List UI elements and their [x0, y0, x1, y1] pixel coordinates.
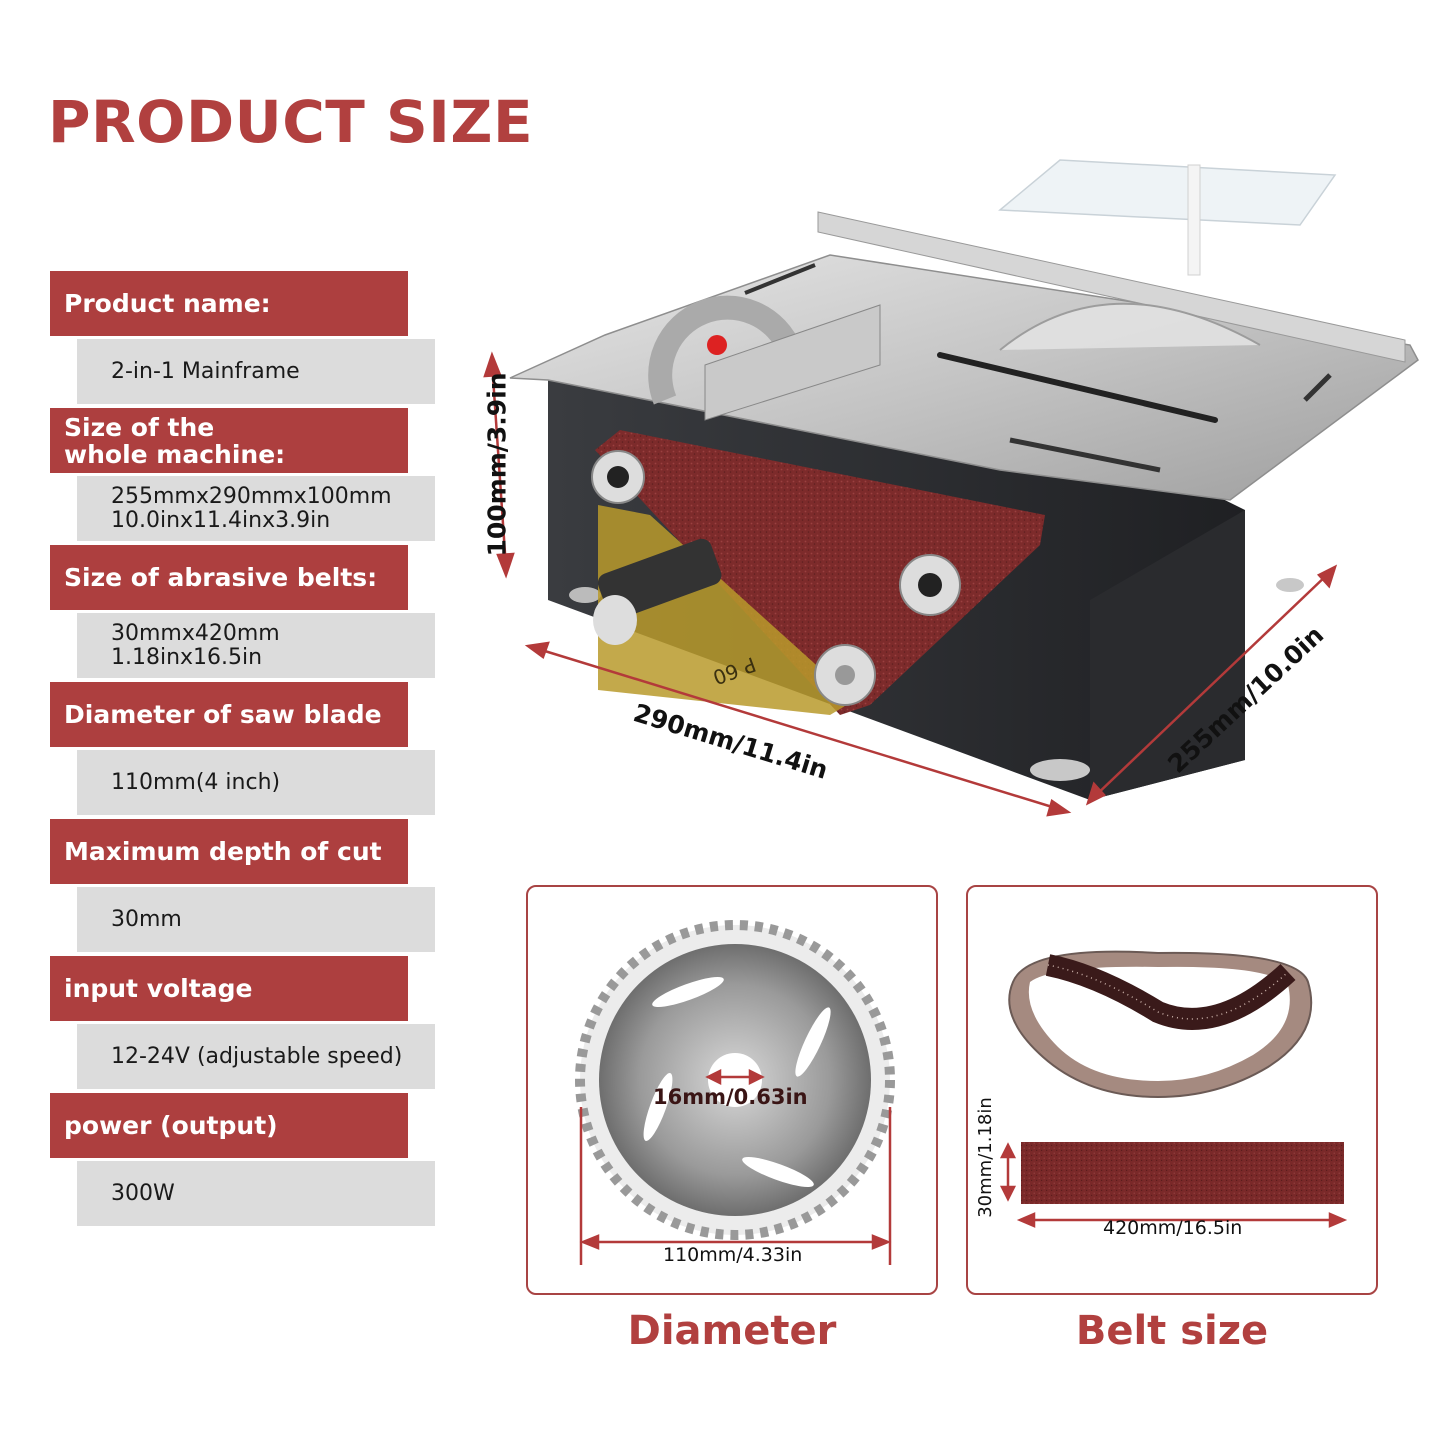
spec-label-product-name: Product name: [50, 271, 408, 336]
diameter-panel: 16mm/0.63in 110mm/4.33in [526, 885, 938, 1295]
spec-label-input-voltage: input voltage [50, 956, 408, 1021]
dimension-arrows [483, 351, 1338, 817]
spec-label-cut-depth: Maximum depth of cut [50, 819, 408, 884]
acrylic-guard [998, 159, 1337, 226]
rip-fence [817, 211, 1406, 363]
spec-label-power: power (output) [50, 1093, 408, 1158]
bore-dimension-label: 16mm/0.63in [653, 1085, 808, 1109]
table-saw-illustration: P 60 [483, 159, 1419, 817]
spec-value-input-voltage: 12-24V (adjustable speed) [77, 1024, 435, 1089]
belt-width-dimension-label: 30mm/1.18in [974, 1097, 996, 1218]
belt-strip [1021, 1142, 1344, 1204]
saw-blade-image [575, 920, 895, 1265]
belt-length-dimension-label: 420mm/16.5in [1103, 1217, 1243, 1239]
spec-label-belt-size: Size of abrasive belts: [50, 545, 408, 610]
spec-value-power: 300W [77, 1161, 435, 1226]
miter-knob [707, 335, 727, 355]
saw-blade [999, 302, 1261, 351]
belt-panel: 30mm/1.18in 420mm/16.5in [966, 885, 1378, 1295]
sanding-belt [595, 430, 1045, 715]
knurled-knob [597, 538, 722, 620]
miter-fence [704, 304, 881, 421]
blade-dimension-label: 110mm/4.33in [663, 1244, 803, 1266]
spec-value-product-name: 2-in-1 Mainframe [77, 339, 435, 404]
page-title: PRODUCT SIZE [48, 88, 534, 156]
sanding-belts-image [999, 950, 1348, 1228]
height-dimension-label: 100mm/3.9in [482, 372, 512, 557]
spec-value-blade-diameter: 110mm(4 inch) [77, 750, 435, 815]
spec-label-blade-diameter: Diameter of saw blade [50, 682, 408, 747]
belt-size-caption: Belt size [1075, 1308, 1269, 1354]
diameter-caption: Diameter [627, 1308, 837, 1354]
spec-value-cut-depth: 30mm [77, 887, 435, 952]
